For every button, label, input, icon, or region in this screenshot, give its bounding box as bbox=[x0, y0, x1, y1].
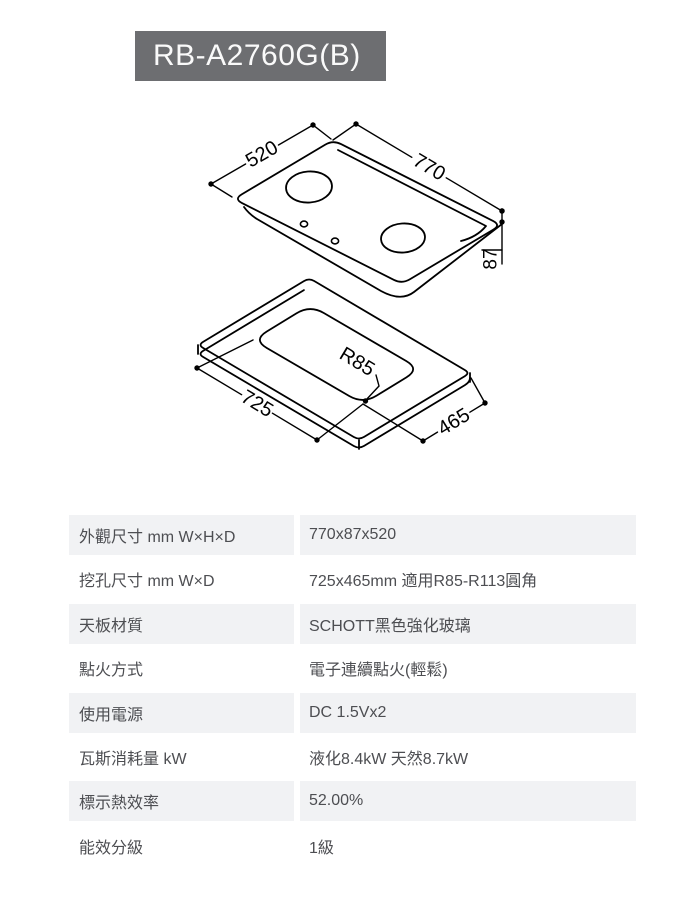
spec-value: DC 1.5Vx2 bbox=[300, 692, 636, 733]
dim-label-770: 770 bbox=[409, 150, 449, 186]
dim-dot bbox=[208, 181, 214, 187]
dim-label-725: 725 bbox=[237, 386, 277, 422]
spec-row-ignition: 點火方式 電子連續點火(輕鬆) bbox=[69, 648, 636, 689]
model-title-bar: RB-A2760G(B) bbox=[135, 31, 386, 81]
spec-value: 725x465mm 適用R85-R113圓角 bbox=[300, 559, 636, 600]
spec-value: 770x87x520 bbox=[300, 515, 636, 555]
dim-dot bbox=[499, 208, 505, 214]
spec-label: 挖孔尺寸 mm W×D bbox=[69, 559, 294, 600]
radius-callout-r85: R85 bbox=[336, 343, 380, 404]
dim-line bbox=[445, 177, 503, 212]
spec-label: 點火方式 bbox=[69, 648, 294, 689]
spec-row-power: 使用電源 DC 1.5Vx2 bbox=[69, 692, 636, 733]
countertop-cutout-view bbox=[197, 278, 471, 450]
dim-line bbox=[355, 123, 413, 159]
ext-line bbox=[362, 403, 424, 442]
dim-line bbox=[210, 163, 247, 185]
spec-row-efficiency: 標示熱效率 52.00% bbox=[69, 781, 636, 822]
burner-right bbox=[380, 222, 426, 254]
body-lower-outline bbox=[243, 206, 503, 298]
spec-value: 1級 bbox=[300, 825, 636, 866]
ignition-dot-2 bbox=[330, 237, 340, 245]
spec-row-top-material: 天板材質 SCHOTT黑色強化玻璃 bbox=[69, 603, 636, 644]
model-number: RB-A2760G(B) bbox=[153, 39, 361, 72]
dim-line bbox=[469, 402, 486, 413]
dimension-87: 87 bbox=[481, 208, 505, 270]
radius-label-r85: R85 bbox=[336, 343, 379, 381]
spec-label: 使用電源 bbox=[69, 692, 294, 733]
countertop-top-face bbox=[199, 278, 469, 440]
dim-line bbox=[277, 124, 314, 146]
ext-line bbox=[470, 377, 486, 404]
ext-line bbox=[332, 123, 357, 141]
ignition-dot-1 bbox=[299, 220, 309, 228]
spec-value: 液化8.4kW 天然8.7kW bbox=[300, 736, 636, 777]
glass-bevel-line bbox=[337, 149, 487, 242]
dim-label-465: 465 bbox=[434, 404, 474, 440]
dim-line bbox=[422, 431, 439, 442]
leader-dot bbox=[362, 398, 369, 404]
dimension-770: 770 bbox=[332, 121, 505, 214]
technical-drawing: 520 770 87 R85 725 bbox=[194, 121, 505, 450]
dimension-465: 465 bbox=[362, 377, 488, 444]
spec-label: 能效分級 bbox=[69, 825, 294, 866]
ext-line bbox=[312, 124, 332, 140]
spec-label: 天板材質 bbox=[69, 603, 294, 644]
dim-dot bbox=[420, 438, 426, 444]
dim-dot bbox=[314, 437, 320, 443]
dim-dot bbox=[353, 121, 359, 127]
spec-label: 瓦斯消耗量 kW bbox=[69, 736, 294, 777]
dim-line bbox=[271, 412, 318, 441]
spec-table: 外觀尺寸 mm W×H×D 770x87x520 挖孔尺寸 mm W×D 725… bbox=[69, 515, 636, 870]
dimension-520: 520 bbox=[208, 122, 332, 198]
leader-line bbox=[365, 374, 380, 401]
dim-label-87: 87 bbox=[481, 248, 502, 269]
dim-dot bbox=[499, 219, 505, 225]
dim-dot bbox=[194, 365, 200, 371]
spec-row-energy-grade: 能效分級 1級 bbox=[69, 825, 636, 866]
dim-dot bbox=[310, 122, 316, 128]
spec-row-cutout: 挖孔尺寸 mm W×D 725x465mm 適用R85-R113圓角 bbox=[69, 559, 636, 600]
countertop-bottom-face bbox=[199, 289, 471, 449]
spec-label: 標示熱效率 bbox=[69, 781, 294, 822]
dim-line bbox=[196, 367, 243, 396]
dim-label-520: 520 bbox=[242, 137, 282, 173]
burner-left bbox=[285, 170, 333, 204]
spec-value: SCHOTT黑色強化玻璃 bbox=[300, 603, 636, 644]
spec-label: 外觀尺寸 mm W×H×D bbox=[69, 515, 294, 555]
spec-row-dimensions: 外觀尺寸 mm W×H×D 770x87x520 bbox=[69, 515, 636, 555]
ext-line bbox=[210, 183, 233, 198]
cutout-outline bbox=[258, 308, 415, 401]
cooktop-top-view bbox=[237, 141, 503, 298]
spec-value: 電子連續點火(輕鬆) bbox=[300, 648, 636, 689]
dim-dot bbox=[482, 400, 488, 406]
ext-line bbox=[196, 339, 254, 369]
spec-value: 52.00% bbox=[300, 781, 636, 822]
ext-line bbox=[316, 403, 364, 441]
spec-row-gas-consumption: 瓦斯消耗量 kW 液化8.4kW 天然8.7kW bbox=[69, 736, 636, 777]
